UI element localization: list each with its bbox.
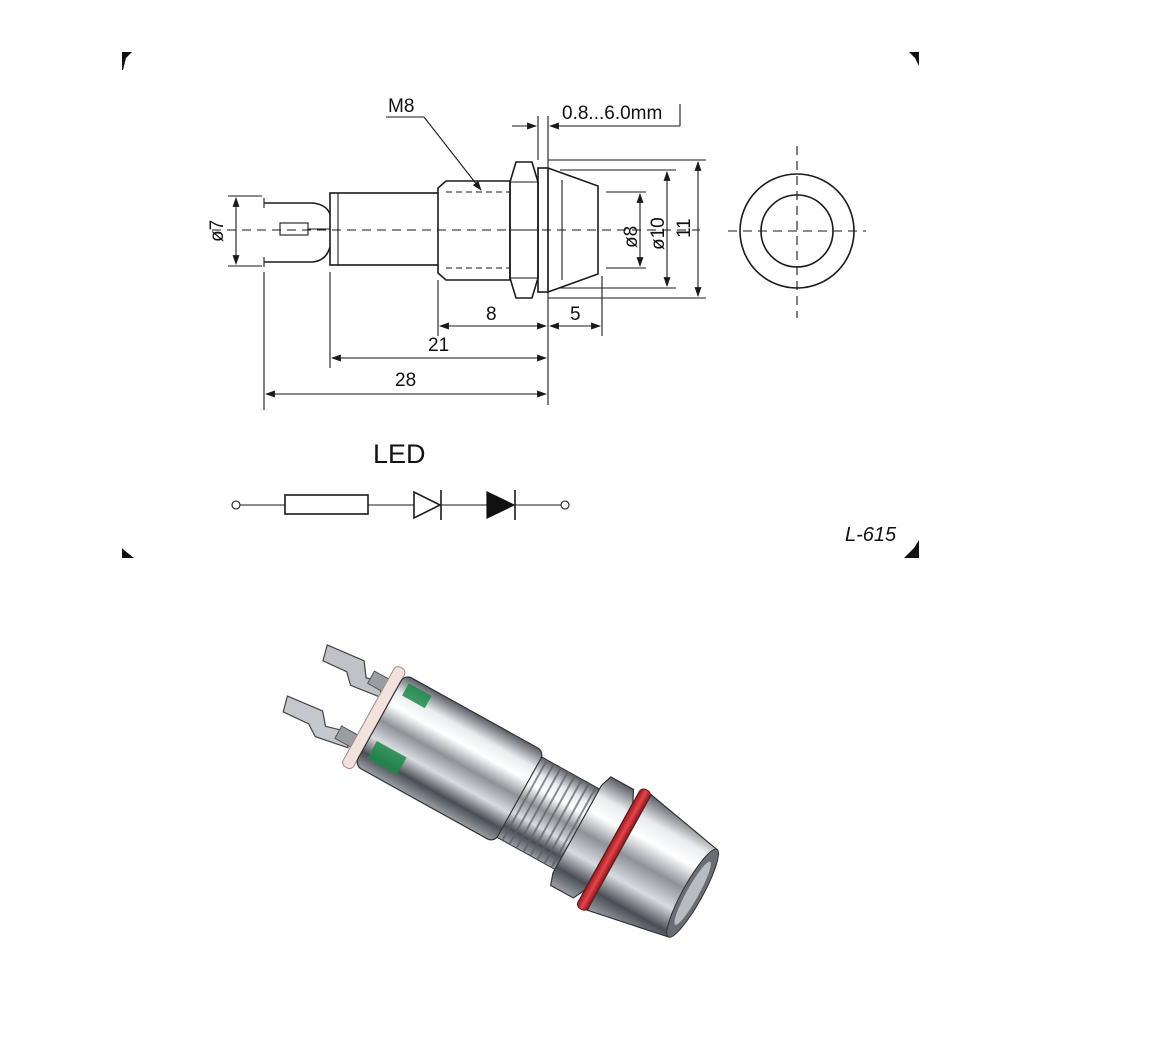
body-length-dim: 21 [331, 335, 547, 362]
terminal-span-label: ø7 [207, 220, 228, 242]
resistor-symbol [284, 494, 369, 515]
dia8-dim: ø8 [621, 193, 644, 267]
side-view: M8 0.8...6.0mm ø7 ø8 ø10 [207, 96, 706, 410]
front-view [728, 146, 866, 318]
bezel-length-label: 5 [570, 304, 581, 325]
hex-nut [509, 161, 539, 299]
panel-thickness-label: 0.8...6.0mm [562, 103, 662, 124]
bezel [547, 167, 599, 293]
diode-outline-symbol [413, 490, 442, 520]
outer-diameter-label: ø10 [648, 217, 669, 250]
body-length-label: 21 [428, 335, 449, 356]
led-symbol [486, 491, 516, 519]
photo-hex-nut [549, 776, 635, 899]
thread-length-label: 8 [486, 304, 497, 325]
led-schematic: LED [231, 439, 570, 520]
terminal-right [560, 500, 570, 510]
terminal-pins [263, 198, 331, 267]
m8-leader: M8 [386, 96, 482, 191]
thread-length-dim: 8 [439, 304, 547, 330]
height-label: 11 [674, 218, 695, 238]
terminal-left [231, 500, 241, 510]
total-length-dim: 28 [265, 370, 547, 398]
product-photo [282, 644, 719, 938]
inner-diameter-label: ø8 [621, 226, 642, 248]
photo-terminals [282, 644, 395, 750]
total-length-label: 28 [395, 370, 416, 391]
schematic-title: LED [373, 439, 426, 469]
dia7-dim: ø7 [207, 197, 240, 265]
model-code: L-615 [845, 524, 897, 546]
height-dim: 11 [674, 161, 702, 297]
thread-label: M8 [388, 96, 414, 117]
body-cylinder [329, 192, 439, 266]
frame-corner-marks [122, 52, 919, 558]
extension-lines [228, 116, 706, 410]
bezel-length-dim: 5 [549, 304, 601, 330]
panel-thickness-dim: 0.8...6.0mm [512, 103, 681, 130]
dia10-dim: ø10 [648, 171, 671, 287]
